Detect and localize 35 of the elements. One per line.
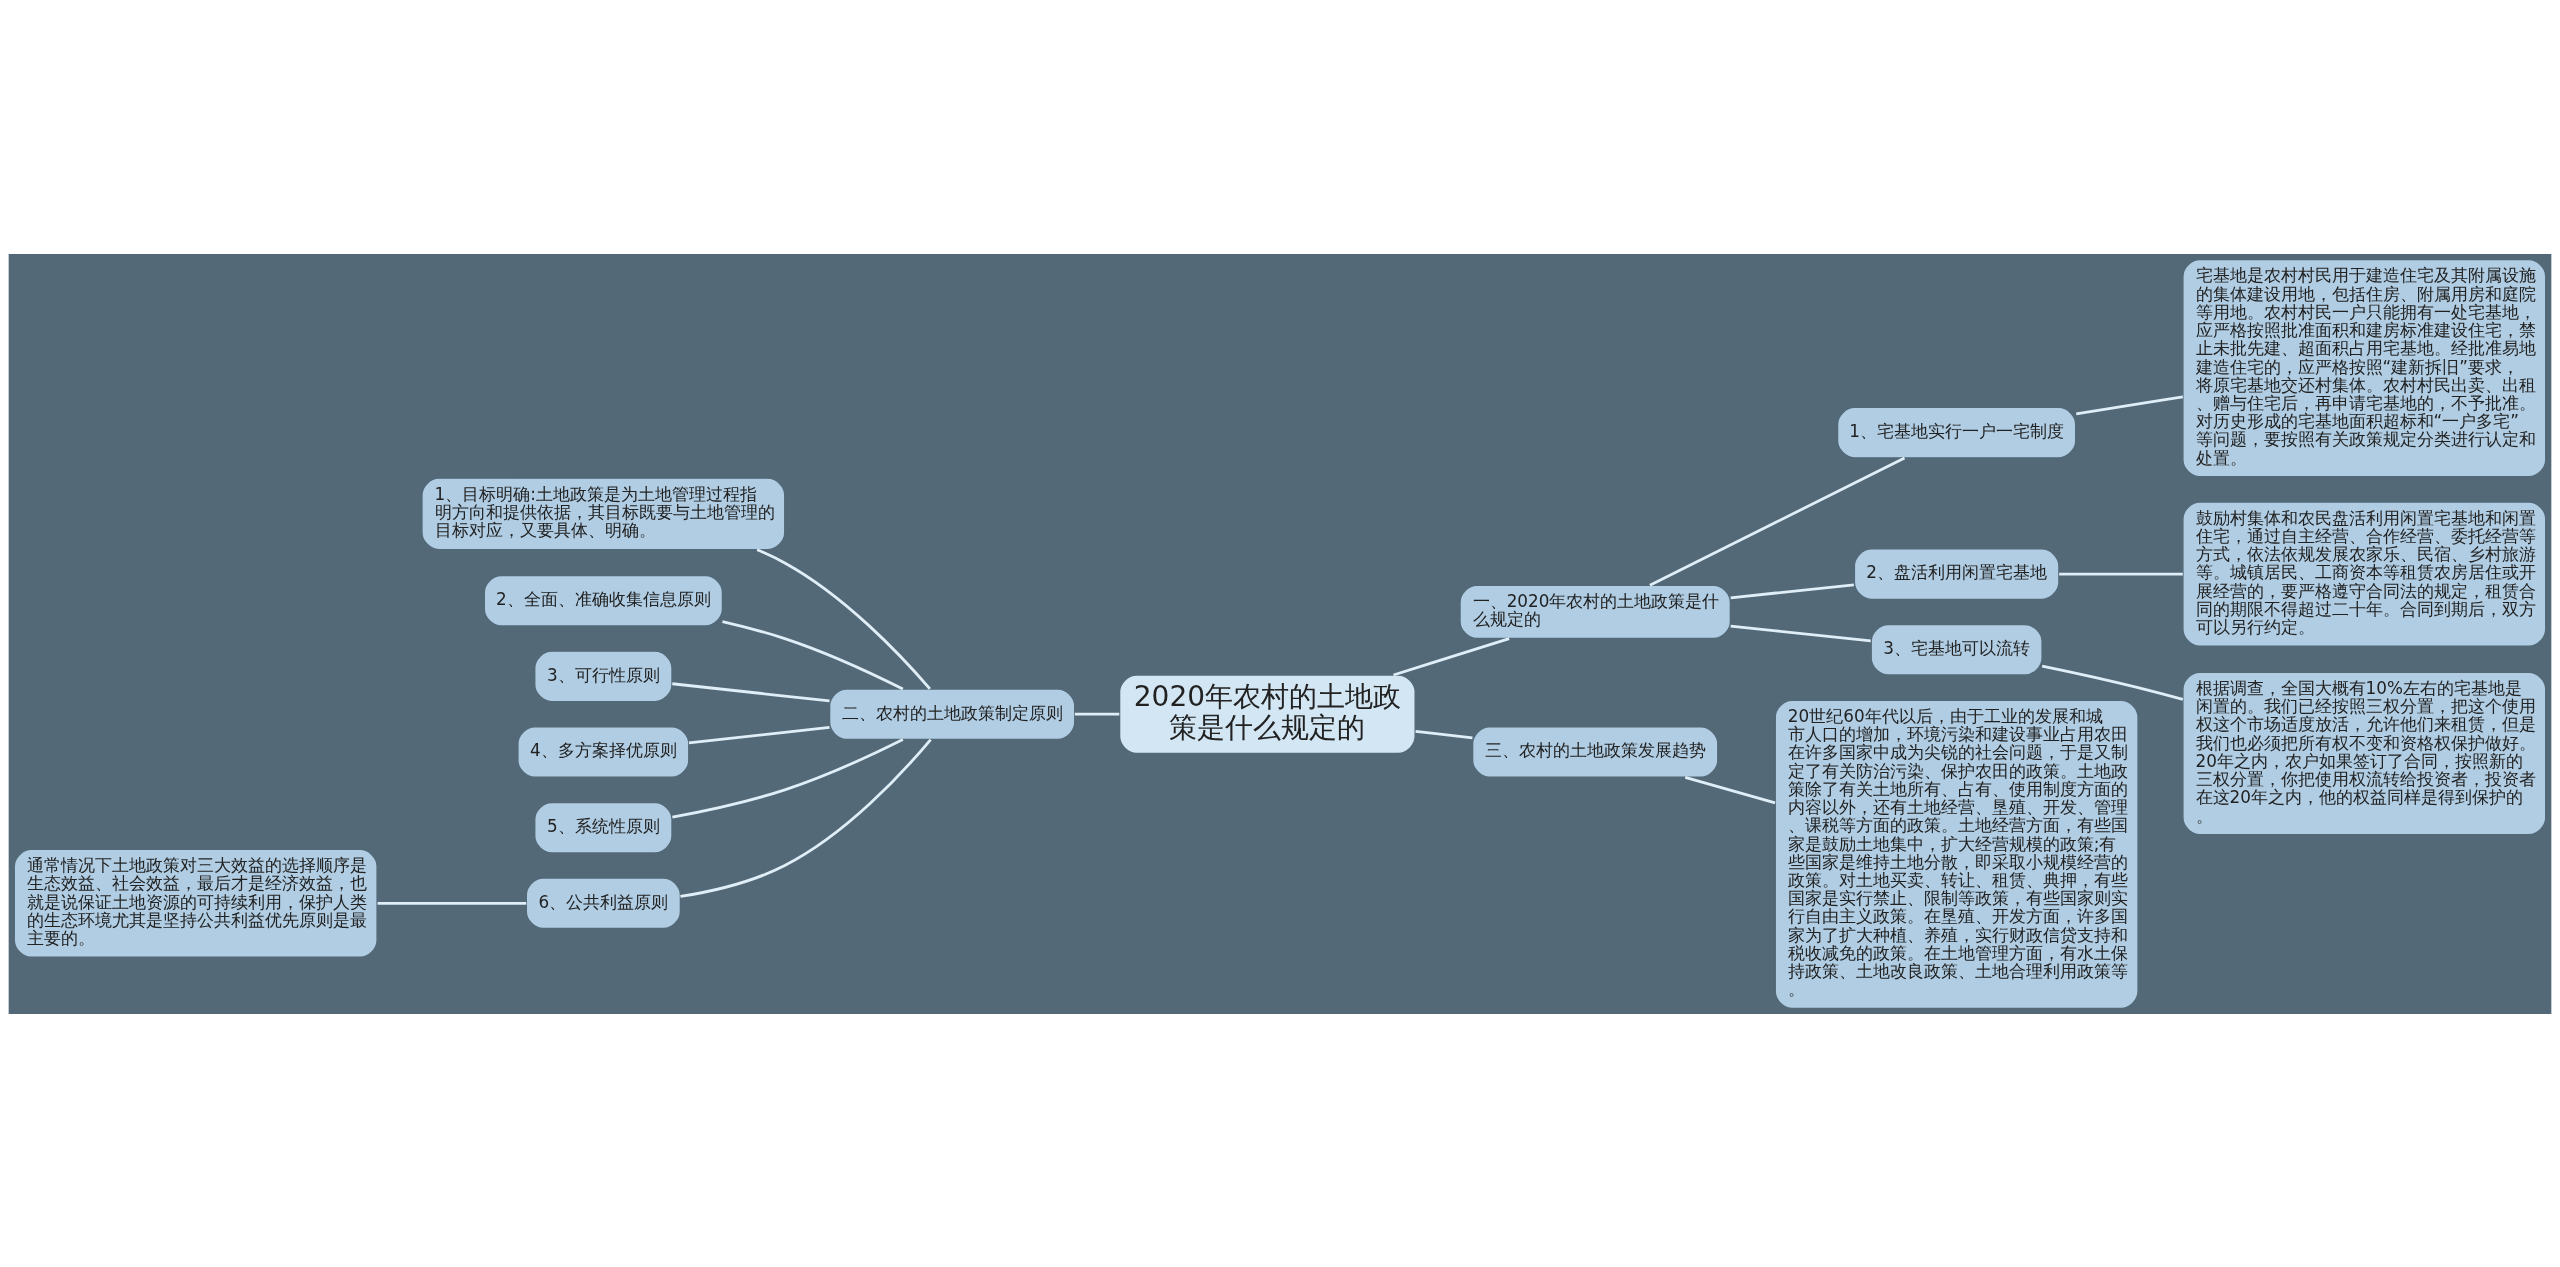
- node-box: 3、宅基地可以流转: [1870, 623, 2043, 676]
- node-box: 1、目标明确:土地政策是为土地管理过程指明方向和提供依据，其目标既要与土地管理的目标对应，又要具体、明确。: [421, 476, 786, 550]
- connector: [1415, 729, 1473, 739]
- connector: [680, 738, 932, 898]
- node-box: 鼓励村集体和农民盘活利用闲置宅基地和闲置住宅，通过自主经营、合作经营、委托经营等方式，依法依规发展农家乐、民宿、乡村旅游等。城镇居民、工商资本等租赁农房居住或开展经营的，要严格遵守合同法的规定，租赁合同的期限不得超过二十年。合同到期后，双方可以另行约定。: [2182, 500, 2547, 647]
- connector: [688, 725, 830, 744]
- node-box: 1、宅基地实行一户一宅制度: [1836, 406, 2077, 459]
- node-box: 2、全面、准确收集信息原则: [483, 574, 724, 627]
- connector: [2059, 572, 2183, 575]
- connector: [1684, 775, 1776, 804]
- node-box: 20世纪60年代以后，由于工业的发展和城市人口的增加，环境污染和建设事业占用农田在许多国家中成为尖锐的社会问题，于是又制定了有关防治污染、保护农田的政策。土地政策除了有关土地所有、占有、使用制度方面的内容以外，还有土地经营、垦殖、开发、管理、课税等方面的政策。土地经营方面，有些国家是鼓励土地集中，扩大经营规模的政策;有些国家是维持土地分散，即采取小规模经营的政策。对土地买卖、转让、租赁、典押，有些国家是实行禁止、限制等政策，有些国家则实行自由主义政策。在垦殖、开发方面，许多国家为了扩大种植、养殖，实行财政信贷支持和税收减免的政策。在土地管理方面，有水土保持政策、土地改良政策、土地合理利用政策等。: [1774, 699, 2139, 1009]
- connector: [377, 901, 527, 905]
- node-box: 4、多方案择优原则: [517, 725, 690, 778]
- node-box: 宅基地是农村村民用于建造住宅及其附属设施的集体建设用地，包括住房、附属用房和庭院等用地。农村村民一户只能拥有一处宅基地，应严格按照批准面积和建房标准建设住宅，禁止未批先建、超面积占用宅基地。经批准易地建造住宅的，应严格按照“建新拆旧”要求，将原宅基地交还村集体。农村村民出卖、出租、赠与住宅后，再申请宅基地的，不予批准。对历史形成的宅基地面积超标和“一户多宅”等问题，要按照有关政策规定分类进行认定和处置。: [2182, 258, 2547, 477]
- connector: [2041, 664, 2184, 701]
- connector: [756, 547, 931, 690]
- connector: [1074, 712, 1120, 716]
- node-box: 根据调查，全国大概有10%左右的宅基地是闲置的。我们已经按照三权分置，把这个使用权这个市场适度放活，允许他们来租赁，但是我们也必须把所有权不变和资格权保护做好。20年之内，农户如果签订了合同，按照新的三权分置，你把使用权流转给投资者，投资者在这20年之内，他的权益同样是得到保护的。: [2182, 670, 2547, 835]
- connector: [1649, 456, 1906, 587]
- node-box: 二、农村的土地政策制定原则: [828, 687, 1076, 740]
- connector: [1393, 636, 1510, 676]
- node-box: 一、2020年农村的土地政策是什么规定的: [1459, 584, 1732, 639]
- connector: [722, 619, 904, 690]
- node-box: 3、可行性原则: [534, 649, 673, 702]
- connector: [2076, 394, 2184, 415]
- node-box: 通常情况下土地政策对三大效益的选择顺序是生态效益、社会效益，最后才是经济效益，也就是说保证土地资源的可持续利用，保护人类的生态环境尤其是坚持公共利益优先原则是最主要的。: [13, 848, 378, 958]
- connector: [1730, 582, 1854, 599]
- connector: [672, 681, 830, 702]
- node-box: 2020年农村的土地政策是什么规定的: [1118, 673, 1416, 754]
- connector: [672, 737, 904, 818]
- node-box: 三、农村的土地政策发展趋势: [1471, 725, 1719, 778]
- node-box: 2、盘活利用闲置宅基地: [1853, 547, 2060, 600]
- node-box: 5、系统性原则: [534, 801, 673, 854]
- connector: [1730, 624, 1871, 642]
- node-box: 6、公共利益原则: [525, 876, 682, 929]
